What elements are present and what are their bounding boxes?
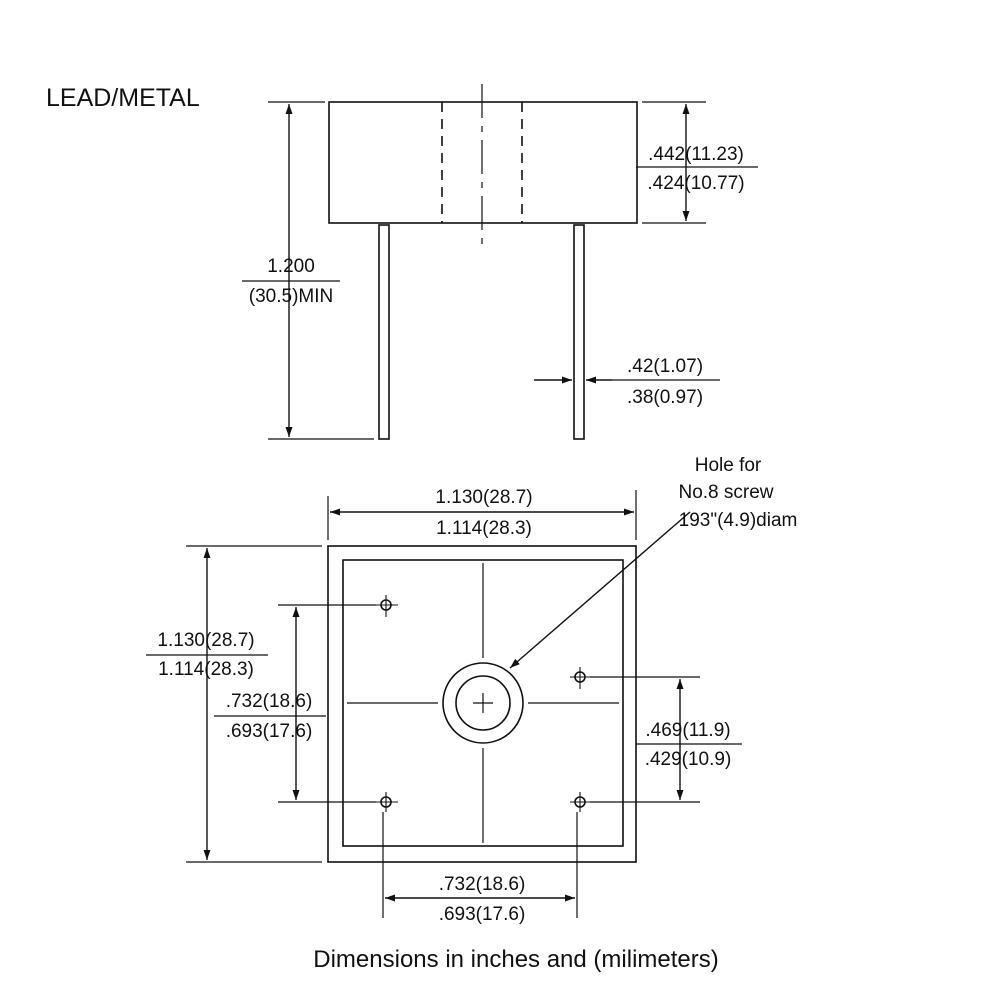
body-height-min-label: .424(10.77) <box>647 173 744 194</box>
lead-length-mm-label: (30.5)MIN <box>249 286 333 307</box>
package-inner-outline <box>342 559 624 847</box>
side-view <box>242 84 758 440</box>
top-view <box>146 490 742 918</box>
caption: Dimensions in inches and (milimeters) <box>313 946 718 973</box>
pin-spacing-h-max-label: .732(18.6) <box>439 874 526 895</box>
height-max-label: 1.130(28.7) <box>157 630 254 651</box>
lead-left <box>378 224 390 440</box>
width-max-label: 1.130(28.7) <box>435 487 532 508</box>
hole-note-line-1: Hole for <box>695 455 762 476</box>
height-min-label: 1.114(28.3) <box>158 659 254 680</box>
drawing-title: LEAD/METAL <box>46 84 200 112</box>
width-min-label: 1.114(28.3) <box>436 518 532 539</box>
pin-spacing-h-min-label: .693(17.6) <box>439 904 526 925</box>
package-body <box>328 101 638 224</box>
hole-note-line-3: 193"(4.9)diam <box>679 510 798 531</box>
lead-length-label: 1.200 <box>267 256 315 277</box>
pin-bottom-right <box>570 792 592 812</box>
hole-note-line-2: No.8 screw <box>678 482 773 503</box>
pin-top-left <box>376 595 398 617</box>
hole-leader-line <box>509 511 691 669</box>
mounting-hole-outer <box>442 662 524 744</box>
lead-width-max-label: .42(1.07) <box>627 356 703 377</box>
lead-width-min-label: .38(0.97) <box>627 387 703 408</box>
mounting-hole-inner <box>455 675 511 731</box>
pin-right <box>570 667 592 689</box>
pin-bottom-left <box>376 792 398 812</box>
pin-spacing-v-max-label: .732(18.6) <box>226 691 313 712</box>
pin-spacing-v-min-label: .693(17.6) <box>226 721 313 742</box>
package-outline <box>327 545 637 863</box>
lead-right <box>573 224 585 440</box>
pin-offset-min-label: .429(10.9) <box>645 749 732 770</box>
body-height-max-label: .442(11.23) <box>648 144 744 165</box>
pin-offset-max-label: .469(11.9) <box>645 720 730 741</box>
